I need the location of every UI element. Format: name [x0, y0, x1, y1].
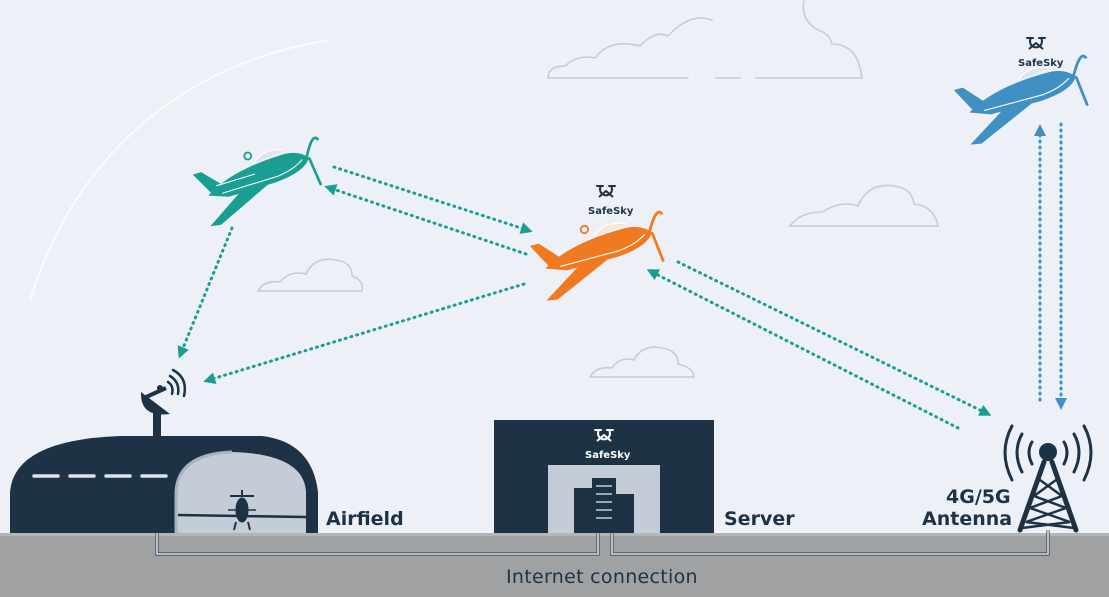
- airfield-hangar: [10, 436, 318, 533]
- link-orange-to-dish: [203, 282, 526, 384]
- satellite-dish-icon: [140, 368, 187, 438]
- link-orange-to-teal: [324, 184, 528, 256]
- teal-plane-icon: [192, 136, 323, 227]
- antenna-label-line1: 4G/5G: [946, 486, 1011, 508]
- background-arc: [29, 39, 331, 301]
- link-teal-to-orange: [332, 165, 533, 234]
- server-building: [494, 420, 714, 533]
- link-antenna-to-orange: [646, 269, 960, 430]
- safesky-logo-icon: [1026, 37, 1046, 50]
- orange-plane-logo-text: SafeSky: [588, 206, 634, 217]
- internet-connection-label: Internet connection: [506, 566, 698, 588]
- cloud-icon: [256, 258, 364, 292]
- blue-plane-logo-text: SafeSky: [1018, 58, 1064, 69]
- server-logo-text: SafeSky: [585, 450, 631, 461]
- cloud-icon: [547, 0, 863, 79]
- cloud-icon: [588, 346, 695, 378]
- link-orange-to-antenna: [676, 260, 992, 416]
- airfield-label: Airfield: [326, 508, 404, 530]
- ground: [0, 533, 1109, 597]
- cell-tower-icon: [1003, 424, 1093, 533]
- antenna-label-line2: Antenna: [922, 508, 1013, 530]
- parked-plane-icon: [177, 490, 307, 531]
- link-teal-to-dish: [177, 226, 234, 359]
- cloud-icon: [788, 184, 939, 227]
- orange-plane-icon: [529, 210, 665, 301]
- server-label: Server: [724, 508, 795, 530]
- blue-plane-icon: [953, 54, 1089, 145]
- safesky-logo-icon: [596, 185, 616, 198]
